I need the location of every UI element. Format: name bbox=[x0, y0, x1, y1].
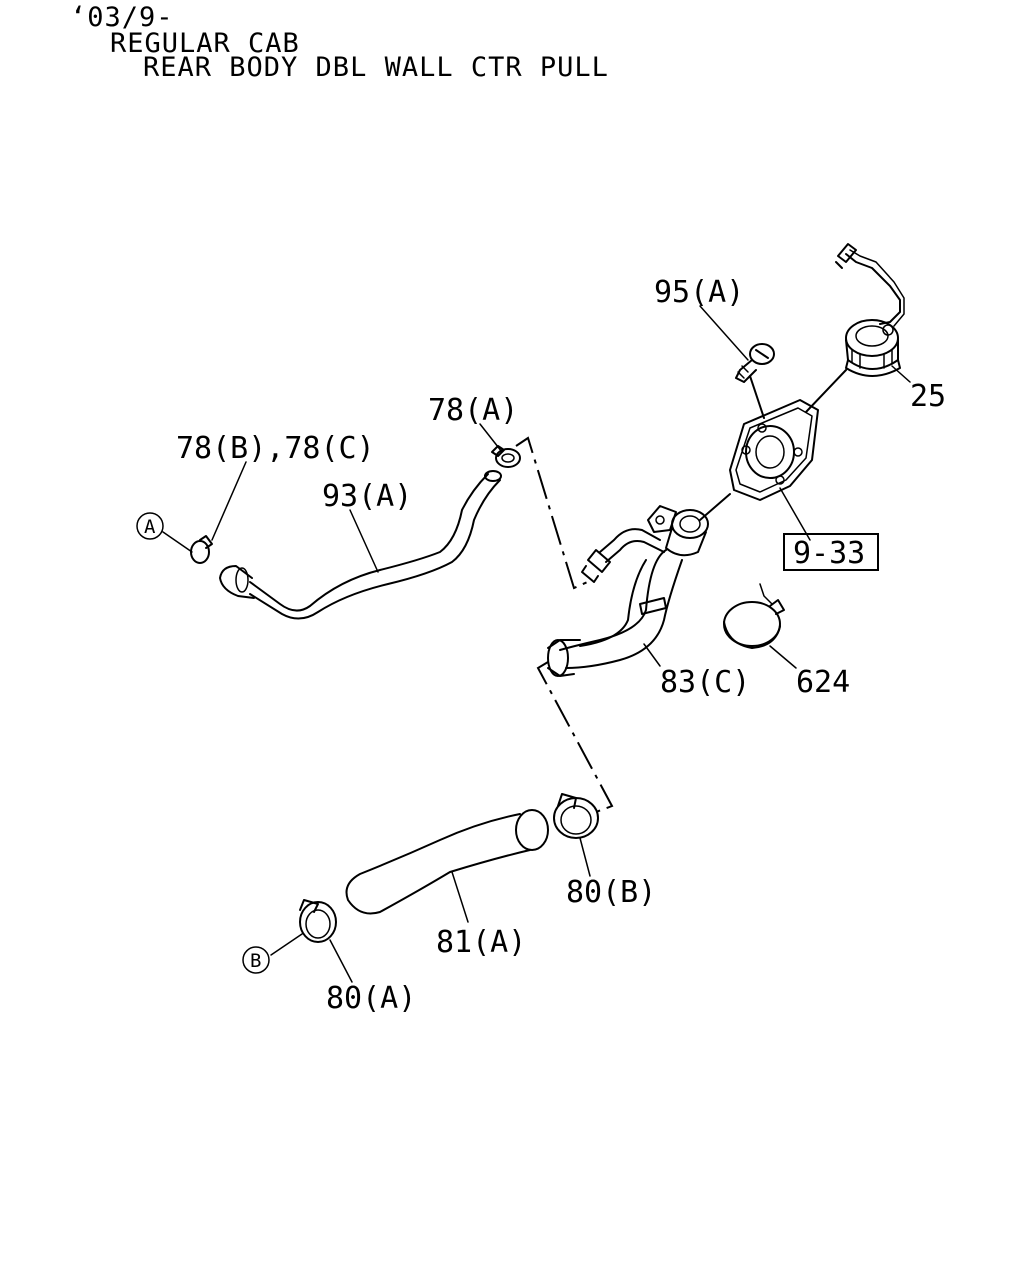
clip-78bc bbox=[190, 535, 213, 564]
ref-circle-a bbox=[136, 512, 164, 540]
leader-neck-housing bbox=[699, 493, 731, 521]
clamp-624 bbox=[723, 583, 785, 649]
label-80b: 80(B) bbox=[566, 875, 656, 910]
ref-circle-b bbox=[242, 946, 270, 974]
label-95a: 95(A) bbox=[654, 275, 744, 310]
label-78bc: 78(B),78(C) bbox=[176, 431, 375, 466]
breather-hose-93a bbox=[219, 470, 502, 620]
assembly-line-78a bbox=[515, 436, 593, 590]
leader-screw-housing bbox=[749, 375, 765, 419]
clamp-80a bbox=[299, 899, 337, 943]
label-624: 624 bbox=[796, 665, 850, 700]
clamp-80b bbox=[553, 793, 599, 839]
label-25: 25 bbox=[910, 379, 946, 414]
assembly-line-hose bbox=[536, 661, 614, 813]
header-cab: REGULAR CAB bbox=[110, 28, 300, 59]
callout-leaders bbox=[162, 305, 911, 983]
label-81a: 81(A) bbox=[436, 925, 526, 960]
screw-95a bbox=[735, 343, 775, 383]
ref-b-label: B bbox=[250, 950, 261, 972]
filler-housing-9-33 bbox=[729, 399, 819, 501]
label-9-33: 9-33 bbox=[793, 536, 865, 571]
label-93a: 93(A) bbox=[322, 479, 412, 514]
clip-78a bbox=[491, 445, 521, 468]
header-date: ‘03/9- bbox=[70, 2, 174, 33]
leader-cap-housing bbox=[805, 369, 847, 413]
ref-a-label: A bbox=[144, 516, 156, 538]
label-78a: 78(A) bbox=[428, 393, 518, 428]
filler-cap-25 bbox=[835, 243, 905, 377]
box-9-33 bbox=[783, 533, 879, 571]
label-83c: 83(C) bbox=[660, 665, 750, 700]
hose-81a bbox=[345, 809, 549, 915]
label-80a: 80(A) bbox=[326, 981, 416, 1016]
header-body: REAR BODY DBL WALL CTR PULL bbox=[143, 52, 609, 83]
filler-neck-83c bbox=[547, 505, 709, 677]
